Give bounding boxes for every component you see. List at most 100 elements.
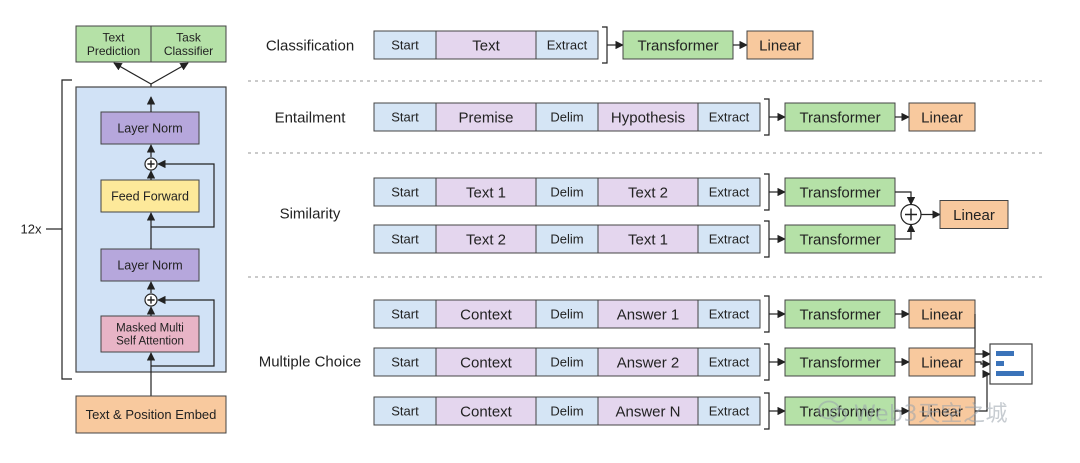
token-delim: Delim [535,396,599,426]
layer-norm-top-label: Layer Norm [117,121,182,135]
input-brace [764,343,770,381]
chat-icon [818,400,847,423]
token-text-1-label: Text 1 [628,231,668,248]
token-start: Start [373,224,437,254]
to-sum-arrow [895,191,916,206]
token-start-label: Start [391,355,419,370]
token-answer-n-label: Answer N [615,403,680,420]
feed-forward-label: Feed Forward [111,189,189,203]
token-context-label: Context [460,306,513,323]
feed-forward: Feed Forward [100,179,200,213]
linear-box: Linear [908,299,976,329]
task-name: Similarity [280,205,341,222]
token-extract-label: Extract [547,38,588,53]
transformer-box: Transformer [622,30,734,60]
layer-norm-bottom: Layer Norm [100,248,200,282]
task-name: Classification [266,37,354,54]
transformer-box: Transformer [784,224,896,254]
token-start: Start [373,347,437,377]
token-extract: Extract [535,30,599,60]
input-brace [764,173,770,211]
token-hypothesis: Hypothesis [597,102,699,132]
token-start-label: Start [391,110,419,125]
softmax-bar [996,351,1014,356]
token-extract-label: Extract [709,355,750,370]
linear-box: Linear [908,102,976,132]
text-position-embed: Text & Position Embed [75,395,227,434]
token-text: Text [435,30,537,60]
text-position-embed-label: Text & Position Embed [86,407,217,422]
linear-box: Linear [746,30,814,60]
token-delim: Delim [535,224,599,254]
token-extract: Extract [697,299,761,329]
token-premise: Premise [435,102,537,132]
token-start-label: Start [391,185,419,200]
token-answer-2-label: Answer 2 [617,354,680,371]
token-hypothesis-label: Hypothesis [611,109,685,126]
token-start-label: Start [391,307,419,322]
transformer-box-label: Transformer [799,184,880,201]
residual-loop-top [151,159,215,228]
token-context-label: Context [460,403,513,420]
to-softmax-arrow [975,359,991,369]
token-text-2-label: Text 2 [628,184,668,201]
task-name: Entailment [275,109,347,126]
to-softmax-arrow [975,369,991,412]
residual-loop-bottom [151,295,215,367]
token-extract: Extract [697,177,761,207]
transformer-box: Transformer [784,347,896,377]
linear-box: Linear [908,347,976,377]
token-extract: Extract [697,102,761,132]
input-brace [602,26,608,64]
token-extract-label: Extract [709,404,750,419]
watermark: Web3天空之城 [818,396,1008,428]
token-premise-label: Premise [458,109,513,126]
token-delim: Delim [535,177,599,207]
token-start-label: Start [391,232,419,247]
softmax-output [989,343,1033,385]
token-start: Start [373,30,437,60]
token-delim: Delim [535,299,599,329]
token-delim: Delim [535,347,599,377]
sum-node [900,203,922,226]
token-context: Context [435,347,537,377]
layer-norm-top: Layer Norm [100,111,200,145]
residual-add-bottom [144,293,158,307]
token-start: Start [373,299,437,329]
token-answer-2: Answer 2 [597,347,699,377]
token-start: Start [373,177,437,207]
transformer-box-label: Transformer [637,37,718,54]
token-text-1: Text 1 [435,177,537,207]
output-arrow [150,62,189,85]
token-delim-label: Delim [550,355,583,370]
to-sum-arrow [895,223,916,240]
layer-norm-bottom-label: Layer Norm [117,258,182,272]
linear-box: Linear [939,200,1009,229]
token-start-label: Start [391,404,419,419]
token-answer-1-label: Answer 1 [617,306,680,323]
token-extract: Extract [697,347,761,377]
token-start: Start [373,396,437,426]
token-text-1-label: Text 1 [466,184,506,201]
token-context-label: Context [460,354,513,371]
token-answer-1: Answer 1 [597,299,699,329]
softmax-bar [996,361,1004,366]
linear-box-label: Linear [953,207,995,224]
input-brace [764,295,770,333]
transformer-box: Transformer [784,177,896,207]
token-delim-label: Delim [550,307,583,322]
softmax-bar [996,371,1024,376]
token-answer-n: Answer N [597,396,699,426]
transformer-box: Transformer [784,102,896,132]
